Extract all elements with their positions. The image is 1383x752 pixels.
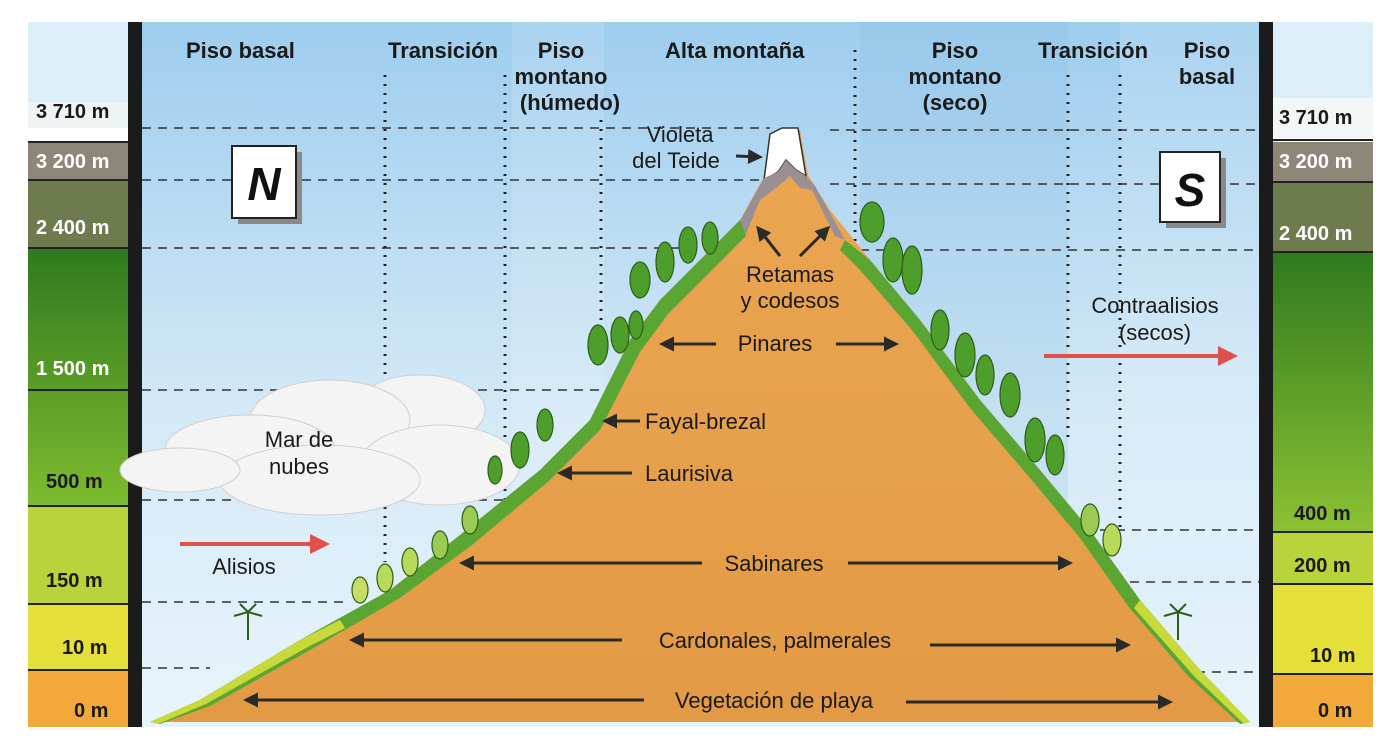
header-piso-basal-s-1: Piso <box>1184 38 1230 63</box>
label-laurisiva: Laurisiva <box>645 461 734 486</box>
header-transicion-s: Transición <box>1038 38 1148 63</box>
label-retamas-1: Retamas <box>746 262 834 287</box>
label-mar-nubes-1: Mar de <box>265 427 333 452</box>
mountain <box>150 127 1250 724</box>
trees-right <box>859 201 1122 557</box>
right-alt-2400: 2 400 m <box>1279 223 1352 245</box>
label-cardonales: Cardonales, palmerales <box>659 628 891 653</box>
header-piso-montano-s-3: (seco) <box>923 90 988 115</box>
left-alt-10: 10 m <box>62 637 108 659</box>
vegetation-labels: Violeta del Teide Retamas y codesos Pina… <box>243 122 1173 713</box>
north-letter: N <box>247 158 281 210</box>
right-alt-400: 400 m <box>1294 503 1351 525</box>
right-alt-0: 0 m <box>1318 700 1352 722</box>
header-piso-montano-s-1: Piso <box>932 38 978 63</box>
header-piso-montano-h-1: Piso <box>538 38 584 63</box>
sea-of-clouds <box>119 374 521 516</box>
retamas-arrow-right <box>798 225 831 258</box>
right-alt-3710: 3 710 m <box>1279 107 1352 129</box>
label-alisios: Alisios <box>212 554 276 579</box>
header-transicion-n: Transición <box>388 38 498 63</box>
south-marker: S <box>1159 151 1226 228</box>
header-alta-montana: Alta montaña <box>665 38 805 63</box>
label-fayal: Fayal-brezal <box>645 409 766 434</box>
left-alt-3710: 3 710 m <box>36 101 109 123</box>
label-mar-nubes-2: nubes <box>269 454 329 479</box>
label-sabinares: Sabinares <box>724 551 823 576</box>
trees-left <box>351 221 719 604</box>
left-alt-2400: 2 400 m <box>36 217 109 239</box>
label-contraalisios-1: Contraalisios <box>1091 293 1218 318</box>
header-piso-montano-h-2: montano <box>515 64 608 89</box>
left-altitude-scale: 3 710 m 3 200 m 2 400 m 1 500 m 500 m 15… <box>28 22 142 727</box>
label-playa: Vegetación de playa <box>675 688 874 713</box>
label-pinares: Pinares <box>738 331 813 356</box>
left-alt-3200: 3 200 m <box>36 151 109 173</box>
zone-headers: Piso basal Transición Piso montano (húme… <box>186 38 1235 115</box>
south-letter: S <box>1175 164 1206 216</box>
label-contraalisios-2: (secos) <box>1119 320 1191 345</box>
retamas-arrow-left <box>756 225 782 257</box>
header-piso-basal-s-2: basal <box>1179 64 1235 89</box>
left-alt-1500: 1 500 m <box>36 358 109 380</box>
header-piso-montano-h-3: (húmedo) <box>520 90 620 115</box>
label-violeta-2: del Teide <box>632 148 720 173</box>
left-alt-0: 0 m <box>74 700 108 722</box>
north-marker: N <box>231 145 302 224</box>
header-piso-basal-n: Piso basal <box>186 38 295 63</box>
violeta-arrow <box>735 149 763 164</box>
right-alt-10: 10 m <box>1310 645 1356 667</box>
label-retamas-2: y codesos <box>740 288 839 313</box>
left-alt-150: 150 m <box>46 570 103 592</box>
right-alt-200: 200 m <box>1294 555 1351 577</box>
climate-labels: Mar de nubes Alisios Contraalisios (seco… <box>180 293 1238 579</box>
left-alt-500: 500 m <box>46 471 103 493</box>
right-alt-3200: 3 200 m <box>1279 151 1352 173</box>
right-altitude-scale: 3 710 m 3 200 m 2 400 m 400 m 200 m 10 m… <box>1259 22 1373 727</box>
header-piso-montano-s-2: montano <box>909 64 1002 89</box>
label-violeta-1: Violeta <box>647 122 715 147</box>
palm-shrubs <box>233 603 1193 640</box>
